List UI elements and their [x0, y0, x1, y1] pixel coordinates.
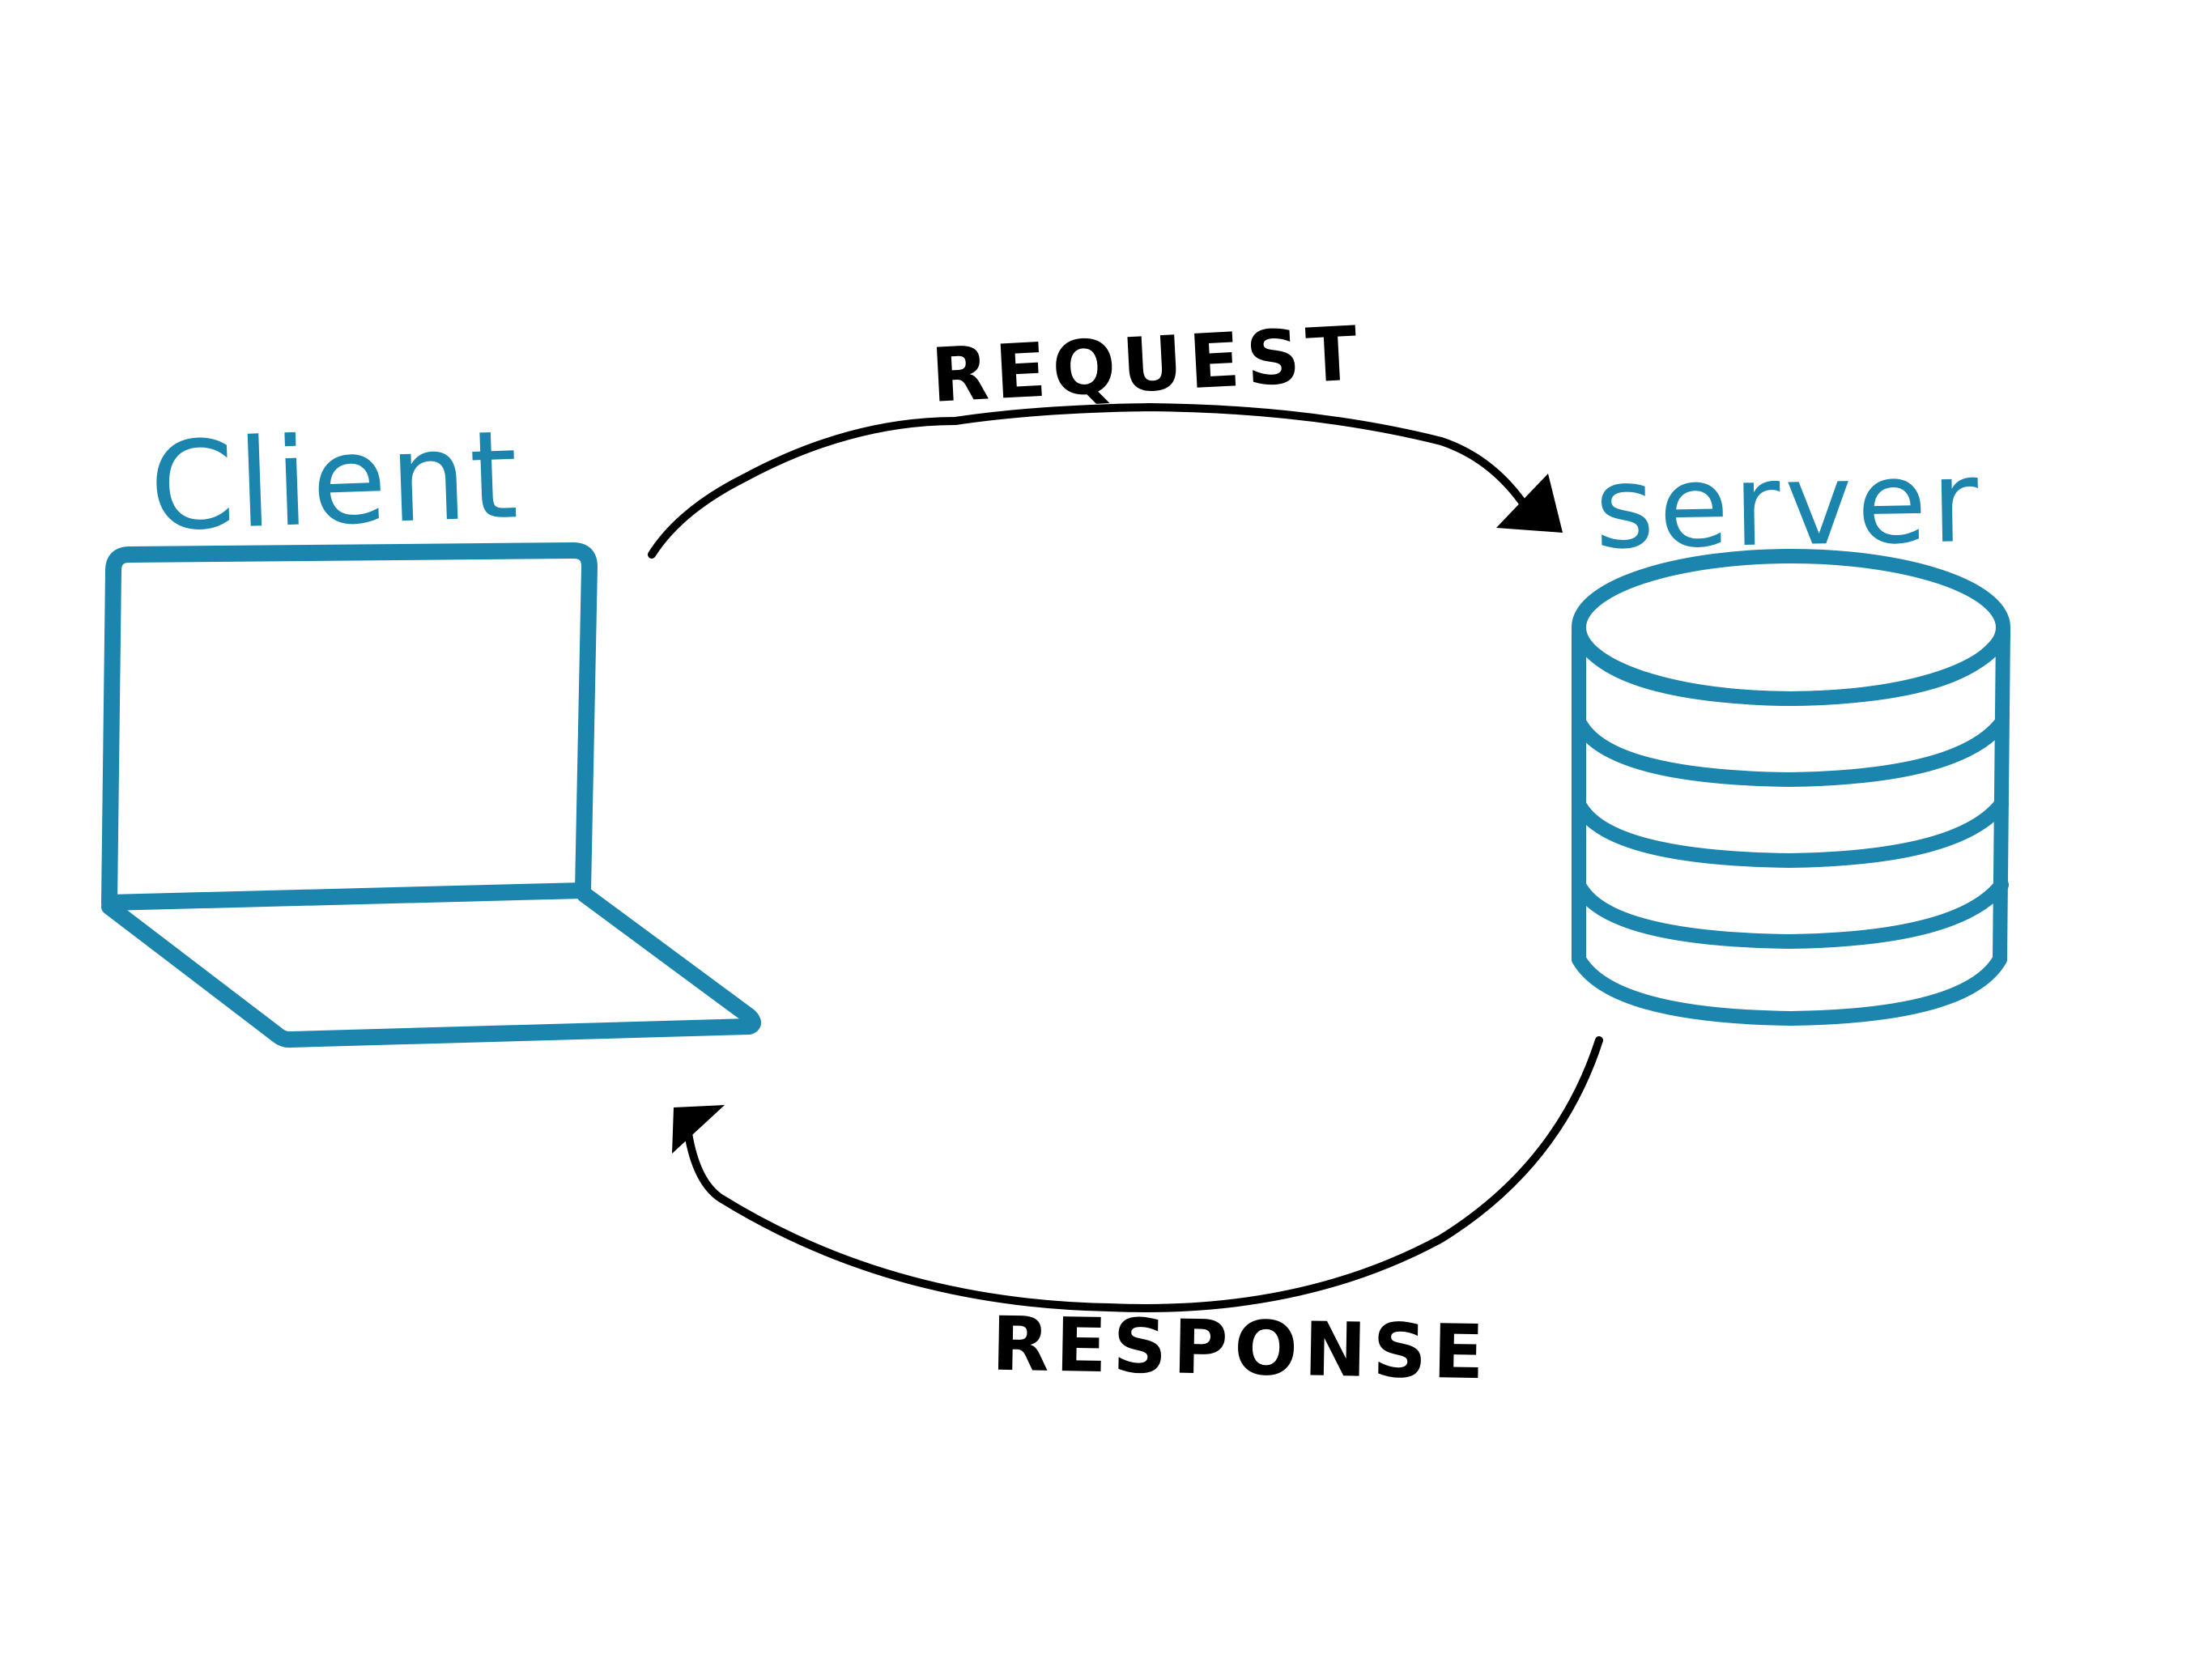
laptop-base: [101, 886, 761, 1048]
database-disk-3: [1573, 797, 2009, 868]
request-label: REQUEST: [929, 310, 1366, 419]
laptop-icon: [101, 542, 761, 1048]
server-label: server: [1593, 436, 1984, 576]
request-arrowhead-icon: [1496, 474, 1563, 533]
response-arrow: [684, 1036, 1603, 1312]
request-arrow-line: [648, 403, 1526, 559]
database-disk-1: [1572, 628, 2010, 706]
laptop-screen: [101, 542, 598, 911]
response-arrowhead-icon: [672, 1105, 725, 1154]
database-bottom: [1572, 952, 2007, 1026]
database-right-side: [1993, 623, 2010, 967]
request-arrow: [648, 403, 1526, 559]
response-arrow-line: [684, 1036, 1603, 1312]
database-stack-icon: [1572, 549, 2010, 1026]
response-label: RESPONSE: [991, 1300, 1491, 1396]
database-disk-4: [1573, 878, 2009, 949]
client-label: Client: [147, 405, 524, 559]
database-disk-2: [1573, 716, 2009, 787]
